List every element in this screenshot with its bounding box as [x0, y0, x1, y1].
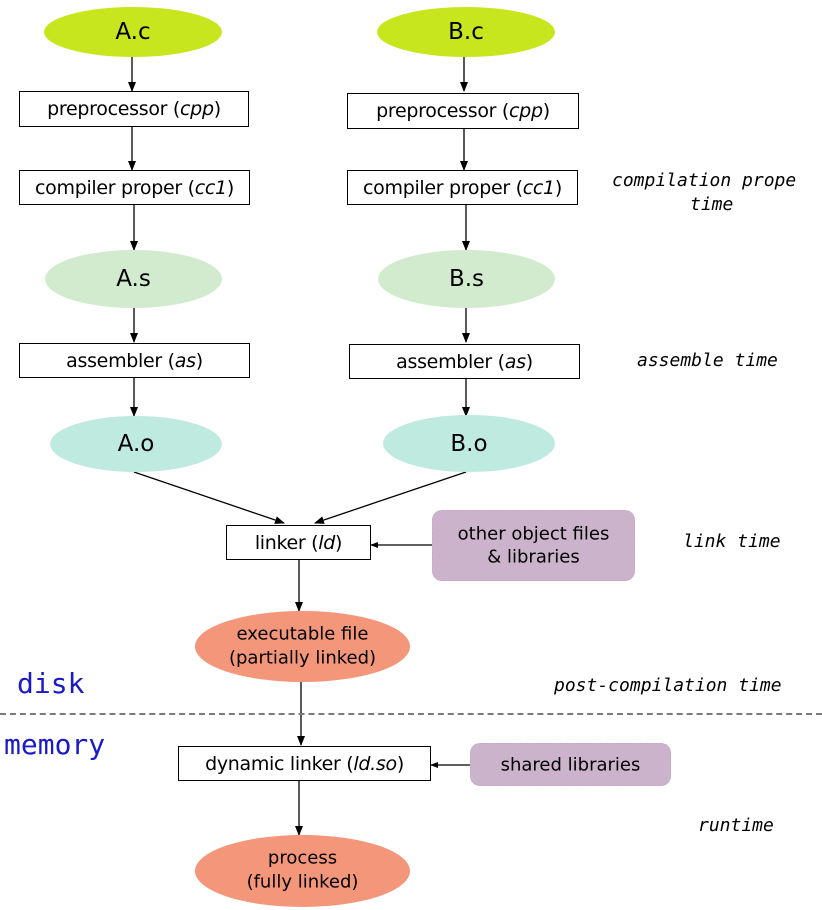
object-file-b-o-label: B.o	[450, 430, 488, 457]
preprocessor-label-left: preprocessor (cpp)	[47, 98, 221, 120]
object-file-a-o-label: A.o	[117, 431, 155, 457]
assembler-label-right: assembler (as)	[396, 350, 533, 373]
shared-libraries-label: shared libraries	[500, 753, 641, 775]
other-object-files-label: other object files & libraries	[433, 522, 634, 569]
process-line1: process	[267, 847, 338, 869]
compiler-label-right: compiler proper (cc1)	[363, 176, 562, 199]
executable-file-label: executable file (partially linked)	[195, 622, 410, 671]
arrow-bo-to-linker	[314, 471, 467, 524]
phase-post-compilation: post-compilation time	[554, 675, 782, 696]
phase-link: link time	[683, 531, 781, 552]
dynamic-linker-box: dynamic linker (ld.so)	[178, 746, 431, 781]
source-file-b-c: B.c	[377, 7, 555, 57]
source-file-a-c: A.c	[44, 7, 222, 57]
process-line2: (fully linked)	[246, 872, 359, 893]
section-disk: disk	[17, 667, 85, 700]
compiler-box-left: compiler proper (cc1)	[19, 170, 250, 205]
process-label: process (fully linked)	[195, 847, 410, 896]
phase-compilation-line1: compilation prope	[612, 170, 797, 191]
preprocessor-box-right: preprocessor (cpp)	[347, 93, 579, 129]
compiler-box-right: compiler proper (cc1)	[347, 170, 578, 205]
other-object-files-box: other object files & libraries	[432, 510, 635, 581]
other-object-files-line1: other object files	[457, 523, 610, 545]
assembler-box-left: assembler (as)	[19, 343, 250, 378]
assembler-label-left: assembler (as)	[66, 349, 203, 372]
preprocessor-label-right: preprocessor (cpp)	[376, 100, 550, 122]
compiler-label-left: compiler proper (cc1)	[35, 176, 234, 199]
process: process (fully linked)	[195, 835, 410, 907]
phase-compilation-line2: time	[690, 194, 734, 215]
dynamic-linker-label: dynamic linker (ld.so)	[205, 752, 404, 775]
object-file-b-o: B.o	[383, 415, 555, 472]
executable-line2: (partially linked)	[228, 647, 377, 669]
assembly-file-b-s: B.s	[378, 250, 555, 308]
phase-compilation: compilation prope time	[612, 169, 822, 217]
assembly-file-a-s-label: A.s	[116, 266, 151, 292]
executable-line1: executable file	[236, 623, 369, 645]
arrow-ao-to-linker	[133, 471, 285, 524]
source-file-a-c-label: A.c	[115, 19, 151, 45]
disk-memory-divider	[0, 713, 822, 715]
object-file-a-o: A.o	[50, 416, 222, 472]
section-memory: memory	[4, 728, 106, 761]
preprocessor-box-left: preprocessor (cpp)	[19, 91, 249, 127]
assembler-box-right: assembler (as)	[349, 344, 580, 379]
phase-runtime: runtime	[698, 815, 774, 836]
linker-box: linker (ld)	[226, 525, 371, 560]
source-file-b-c-label: B.c	[448, 19, 484, 45]
other-object-files-line2: & libraries	[487, 546, 580, 568]
assembly-file-b-s-label: B.s	[448, 266, 485, 292]
executable-file: executable file (partially linked)	[195, 611, 410, 682]
phase-assemble: assemble time	[637, 350, 778, 371]
shared-libraries-box: shared libraries	[470, 743, 671, 786]
assembly-file-a-s: A.s	[45, 250, 222, 308]
linker-label: linker (ld)	[254, 531, 343, 554]
